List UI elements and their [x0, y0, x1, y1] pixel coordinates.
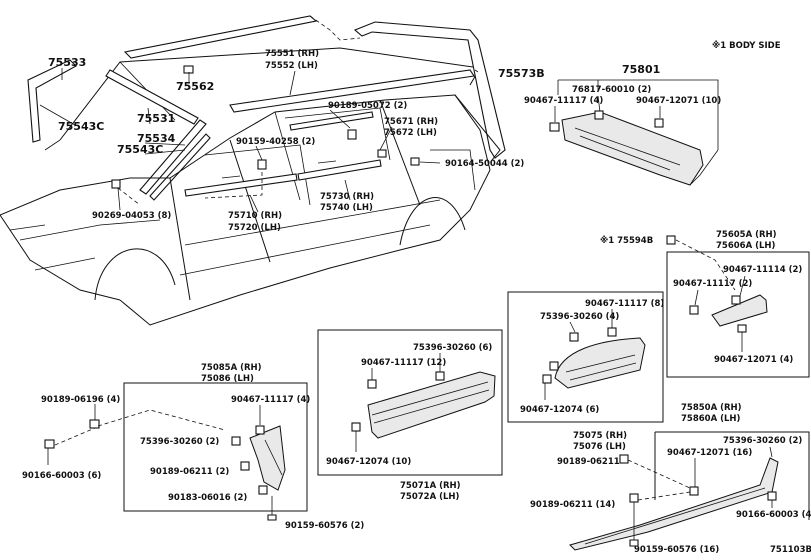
part-75850a — [569, 457, 779, 551]
box-75071a — [317, 329, 503, 476]
label-90189-05072: 90189-05072 (2) — [328, 101, 407, 111]
roof-drip-molding — [229, 69, 475, 113]
label-90159-60576-16: 90159-60576 (16) — [634, 545, 719, 555]
part-75085a — [249, 425, 286, 491]
label-75801: 75801 — [622, 63, 660, 76]
label-75551: 75551 (RH) — [265, 49, 319, 59]
group-75071a: 75396-30260 (6) 90467-11117 (12) 90467-1… — [317, 329, 503, 502]
label-90467-11117-12: 90467-11117 (12) — [361, 358, 446, 368]
label-75085a: 75085A (RH) — [201, 363, 262, 373]
label-75534: 75534 — [137, 132, 176, 145]
label-90467-11117-2: 90467-11117 (2) — [673, 279, 752, 289]
box-75085a — [123, 382, 308, 512]
label-90189-06211-a: 90189-06211 — [557, 457, 620, 467]
label-90467-11117-4b: 90467-11117 (4) — [231, 395, 310, 405]
part-75605a — [711, 294, 768, 327]
label-75543c-b: 75543C — [117, 143, 163, 156]
label-75562: 75562 — [176, 80, 214, 93]
label-75606a: 75606A (LH) — [716, 241, 776, 251]
label-75396-30260-2b: 75396-30260 (2) — [723, 436, 802, 446]
label-75671: 75671 (RH) — [384, 117, 438, 127]
label-75531: 75531 — [137, 112, 175, 125]
label-90467-11117-4a: 90467-11117 (4) — [524, 96, 603, 106]
label-90467-12074-6: 90467-12074 (6) — [520, 405, 599, 415]
label-75720: 75720 (LH) — [228, 223, 281, 233]
label-75086: 75086 (LH) — [201, 374, 254, 384]
label-90467-12071-4: 90467-12071 (4) — [714, 355, 793, 365]
label-75552: 75552 (LH) — [265, 61, 318, 71]
body-side-note: ※1 BODY SIDE — [712, 40, 781, 51]
label-75850a: 75850A (RH) — [681, 403, 742, 413]
group-75801: ※1 BODY SIDE 75801 76817-60010 (2) 90467… — [524, 40, 781, 186]
label-90166-60003-6: 90166-60003 (6) — [22, 471, 101, 481]
label-90183-06016: 90183-06016 (2) — [168, 493, 247, 503]
box-75605a — [666, 251, 810, 378]
group-75850a: 75850A (RH) 75860A (LH) 75396-30260 (2) … — [530, 403, 811, 555]
label-75072a: 75072A (LH) — [400, 492, 460, 502]
label-75543c-a: 75543C — [58, 120, 104, 133]
label-75672: 75672 (LH) — [384, 128, 437, 138]
label-90189-06196: 90189-06196 (4) — [41, 395, 120, 405]
label-90467-12071-16: 90467-12071 (16) — [667, 448, 752, 458]
label-90164-50044: 90164-50044 (2) — [445, 159, 524, 169]
group-75085a: 75085A (RH) 75086 (LH) 90189-06196 (4) 9… — [22, 363, 364, 531]
label-75076: 75076 (LH) — [573, 442, 626, 452]
label-90166-60003-4: 90166-60003 (4) — [736, 510, 811, 520]
label-75533: 75533 — [48, 56, 86, 69]
vehicle-body — [0, 15, 506, 326]
label-75396-30260-6: 75396-30260 (6) — [413, 343, 492, 353]
label-75396-30260-2a: 75396-30260 (2) — [140, 437, 219, 447]
label-75710: 75710 (RH) — [228, 211, 282, 221]
part-75071a — [367, 371, 496, 439]
group-75605a: ※1 75594B 75605A (RH) 75606A (LH) 90467-… — [600, 230, 810, 378]
label-75730: 75730 (RH) — [320, 192, 374, 202]
label-90159-40258: 90159-40258 (2) — [236, 137, 315, 147]
label-90467-12071-10: 90467-12071 (10) — [636, 96, 721, 106]
box-75075 — [507, 291, 664, 423]
label-90467-11114-2: 90467-11114 (2) — [723, 265, 802, 275]
label-90159-60576-2: 90159-60576 (2) — [285, 521, 364, 531]
part-75075 — [554, 337, 646, 389]
label-75573b: 75573B — [498, 67, 545, 80]
label-75396-30260-4: 75396-30260 (4) — [540, 312, 619, 322]
label-75071a: 75071A (RH) — [400, 481, 461, 491]
label-90189-06211-14: 90189-06211 (14) — [530, 500, 615, 510]
label-75860a: 75860A (LH) — [681, 414, 741, 424]
label-75075: 75075 (RH) — [573, 431, 627, 441]
label-90189-06211-2: 90189-06211 (2) — [150, 467, 229, 477]
label-75594b: ※1 75594B — [600, 235, 653, 246]
group-75075: 90467-11117 (8) 75396-30260 (4) 90467-12… — [507, 291, 664, 452]
label-90269-04053: 90269-04053 (8) — [92, 211, 171, 221]
label-75740: 75740 (LH) — [320, 203, 373, 213]
label-90467-12074-10: 90467-12074 (10) — [326, 457, 411, 467]
label-90467-11117-8: 90467-11117 (8) — [585, 299, 664, 309]
figure-id: 751103B — [770, 545, 811, 555]
label-75605a: 75605A (RH) — [716, 230, 777, 240]
leader-lines — [39, 68, 479, 213]
label-76817-60010: 76817-60010 (2) — [572, 85, 651, 95]
